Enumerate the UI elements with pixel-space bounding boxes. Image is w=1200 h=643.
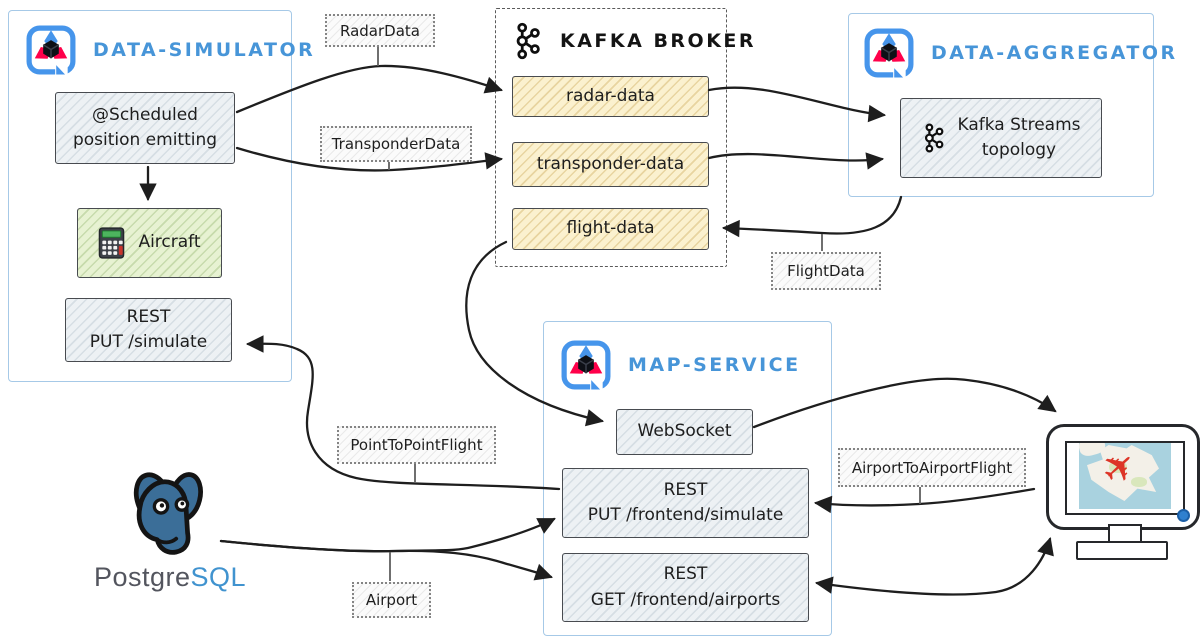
scheduled-position-emitting-node: @Scheduled position emitting	[55, 92, 235, 164]
websocket-node: WebSocket	[616, 409, 753, 455]
postgresql-elephant-icon	[133, 472, 203, 555]
data-simulator-title: DATA-SIMULATOR	[93, 39, 316, 61]
kafka-streams-line2: topology	[981, 140, 1057, 160]
map-service-title: MAP-SERVICE	[628, 354, 801, 376]
scheduled-line1: @Scheduled	[92, 104, 198, 125]
monitor-shell: ✈	[1046, 424, 1200, 530]
power-button-icon	[1177, 509, 1190, 522]
kafka-streams-line1: Kafka Streams	[957, 114, 1081, 135]
map-land-shape	[1109, 461, 1127, 473]
map-land-shape	[1131, 477, 1147, 487]
kafka-streams-text: Kafka Streams topology	[958, 113, 1081, 164]
kafka-icon	[924, 123, 943, 153]
edge-label-transponder-data: TransponderData	[320, 126, 472, 162]
quarkus-logo-icon	[561, 340, 611, 390]
frontend-monitor: ✈	[1046, 424, 1200, 560]
edge-label-radar-data: RadarData	[325, 14, 435, 47]
quarkus-logo-icon	[864, 28, 914, 78]
flight-data-label: flight-data	[566, 218, 655, 239]
radar-data-topic: radar-data	[512, 76, 709, 117]
calculator-icon	[99, 227, 125, 259]
edge-label-text: RadarData	[340, 21, 420, 40]
map-service-header: MAP-SERVICE	[561, 339, 801, 391]
transponder-data-label: transponder-data	[536, 153, 685, 174]
rest-put-frontend-line2: PUT /frontend/simulate	[587, 505, 784, 525]
edge-label-text: PointToPointFlight	[350, 436, 483, 454]
arrow-monitor-to-put-frontend	[813, 487, 1036, 514]
quarkus-logo-icon	[26, 25, 76, 75]
rest-get-frontend-line1: REST	[663, 564, 708, 584]
edge-label-airport: Airport	[352, 582, 431, 618]
arrow-put-frontend-to-put-simulate	[245, 335, 561, 491]
postgresql-wordmark-sql: SQL	[190, 562, 247, 592]
edge-label-flight-data: FlightData	[771, 252, 881, 290]
kafka-streams-topology-node: Kafka Streams topology	[900, 98, 1102, 178]
postgresql-wordmark-postgre: Postgre	[93, 562, 191, 592]
kafka-broker-container	[495, 8, 727, 267]
monitor-base	[1076, 541, 1168, 560]
postgresql-wordmark: PostgreSQL	[94, 562, 246, 593]
monitor-screen: ✈	[1065, 441, 1185, 515]
postgresql-group: PostgreSQL	[90, 466, 250, 593]
data-aggregator-header: DATA-AGGREGATOR	[864, 27, 1178, 79]
arrow-postgresql-to-get-frontend	[219, 539, 553, 581]
arrow-postgresql-to-put-frontend	[219, 517, 556, 553]
kafka-icon	[516, 22, 540, 60]
data-simulator-header: DATA-SIMULATOR	[26, 24, 315, 76]
rest-put-frontend-line1: REST	[663, 479, 708, 500]
data-aggregator-title: DATA-AGGREGATOR	[931, 42, 1178, 64]
kafka-broker-header: KAFKA BROKER	[513, 20, 756, 62]
arrow-streams-to-flight-topic	[721, 195, 903, 238]
edge-label-text: FlightData	[787, 262, 865, 280]
scheduled-line2: position emitting	[72, 130, 218, 150]
rest-put-frontend-simulate-node: REST PUT /frontend/simulate	[562, 468, 809, 538]
edge-label-airport-to-airport-flight: AirportToAirportFlight	[838, 448, 1026, 487]
rest-get-frontend-line2: GET /frontend/airports	[590, 589, 781, 610]
map-icon: ✈	[1079, 443, 1171, 509]
aircraft-label: Aircraft	[138, 232, 201, 253]
arrow-monitor-get-frontend-bidirectional	[814, 537, 1054, 596]
edge-label-text: TransponderData	[331, 135, 461, 153]
rest-get-frontend-airports-node: REST GET /frontend/airports	[562, 553, 809, 622]
aircraft-node: Aircraft	[77, 208, 222, 278]
edge-label-point-to-point-flight: PointToPointFlight	[337, 426, 496, 464]
kafka-broker-title: KAFKA BROKER	[560, 30, 757, 52]
edge-label-text: AirportToAirportFlight	[851, 458, 1013, 477]
rest-simulate-line1: REST	[126, 306, 171, 327]
rest-put-simulate-node: REST PUT /simulate	[65, 298, 232, 362]
radar-data-label: radar-data	[566, 85, 655, 106]
flight-data-topic: flight-data	[512, 208, 709, 250]
websocket-label: WebSocket	[637, 421, 732, 442]
transponder-data-topic: transponder-data	[512, 142, 709, 187]
edge-label-text: Airport	[365, 591, 418, 609]
data-simulator-container	[8, 10, 292, 382]
rest-simulate-line2: PUT /simulate	[89, 332, 208, 352]
